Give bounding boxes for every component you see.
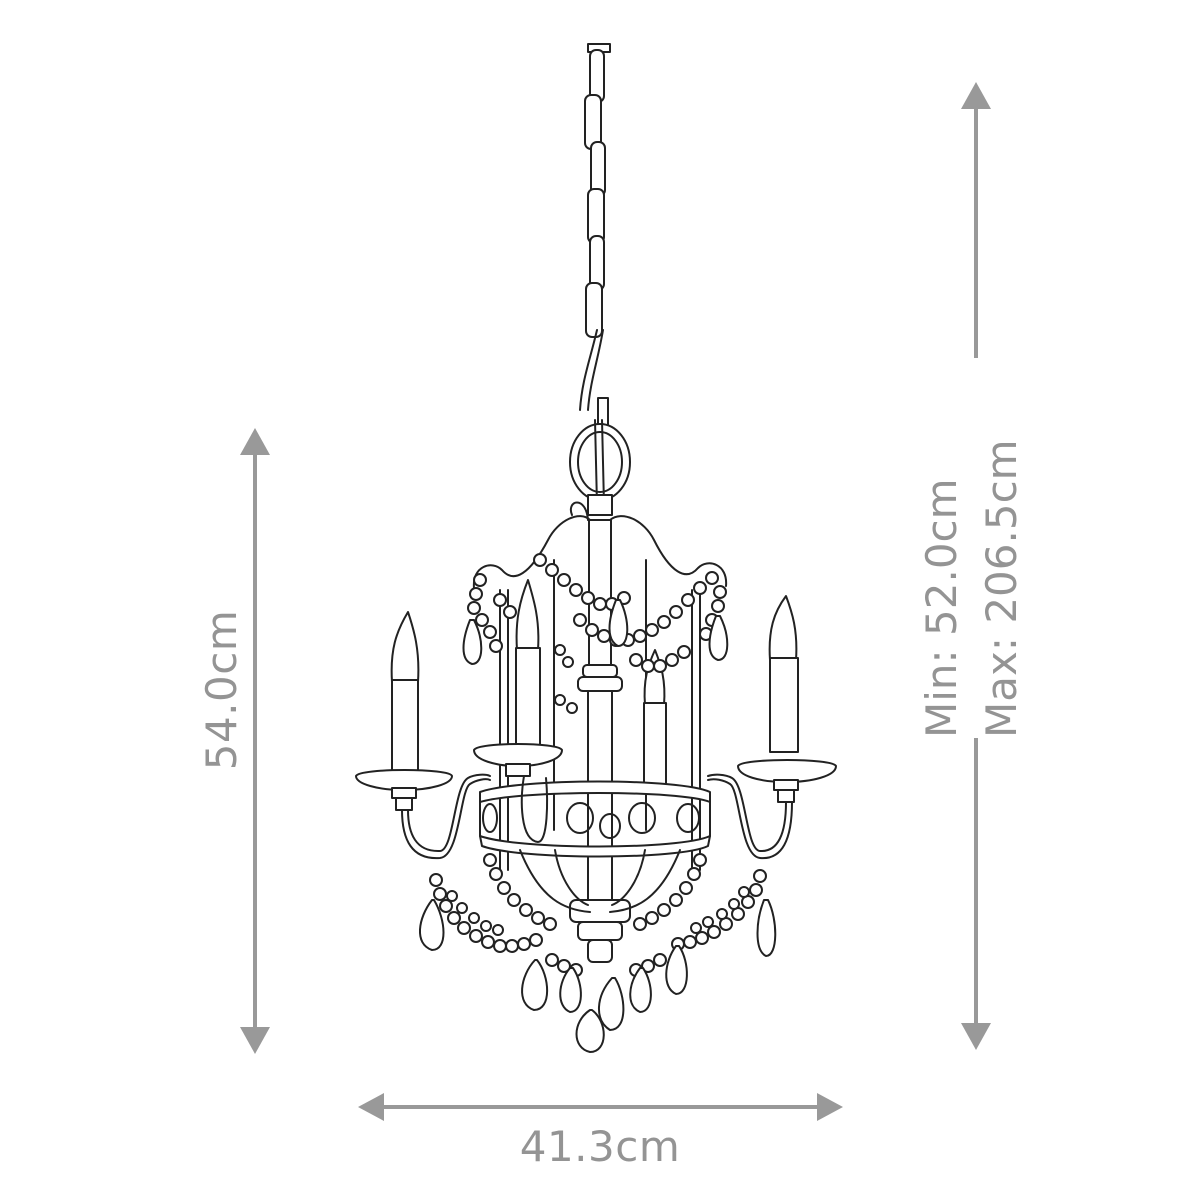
candle-front-right [737, 595, 837, 803]
height-dimension-label: 54.0cm [197, 520, 247, 860]
height-dimension-arrow [240, 428, 270, 1054]
drop-dimension-label-block: Min: 52.0cm Max: 206.5cm [912, 356, 1032, 756]
width-dimension-arrow [358, 1093, 843, 1121]
arrow-down-icon [961, 1023, 991, 1050]
drop-dimension-arrow [961, 82, 991, 1050]
width-dimension-label: 41.3cm [519, 1122, 681, 1171]
arrow-left-icon [358, 1093, 384, 1121]
crystal-drops [418, 599, 777, 1053]
chandelier-drawing [355, 43, 837, 1053]
height-dimension-value: 54.0cm [197, 609, 246, 771]
drop-min-label: Min: 52.0cm [917, 478, 966, 738]
bead-garlands-lower [429, 853, 767, 977]
central-stem [569, 519, 631, 963]
candle-front-center [473, 743, 563, 777]
ring-band [479, 780, 711, 913]
arrow-right-icon [817, 1093, 843, 1121]
arrow-up-icon [961, 82, 991, 109]
bead-garlands-upper [467, 553, 727, 714]
drop-max-label: Max: 206.5cm [977, 439, 1026, 738]
candle-back-left [515, 579, 541, 749]
chain [579, 43, 611, 429]
arrow-down-icon [240, 1027, 270, 1054]
arms [401, 773, 793, 860]
arrow-up-icon [240, 428, 270, 455]
candle-front-left [355, 611, 453, 811]
